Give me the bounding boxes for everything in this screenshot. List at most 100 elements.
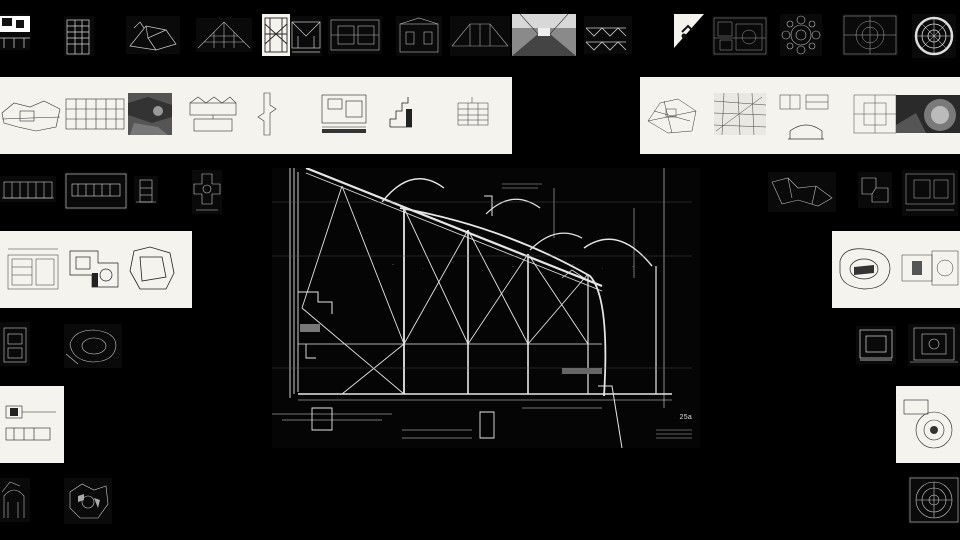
thumb-city-map[interactable] (644, 91, 700, 137)
chapel-plan-image (859, 329, 893, 361)
white-band-right (640, 77, 960, 154)
sheet-number: 25a (679, 414, 692, 422)
thumb-small-plans[interactable] (776, 91, 832, 115)
white-band-left (0, 77, 512, 154)
thumb-interior-photo[interactable] (512, 14, 576, 56)
city-map-image (647, 98, 697, 134)
vertical-plan-image (257, 92, 277, 136)
thumb-elevation-pair[interactable] (2, 400, 60, 450)
monastery-plan-image (905, 173, 955, 211)
hangar-section-drawing (272, 168, 700, 448)
interior-photo-image (512, 14, 576, 56)
plan-drawing-image (330, 19, 380, 51)
thumb-table-plan[interactable] (6, 245, 60, 293)
rotunda-plan-image (903, 399, 953, 449)
thumb-castle-plan[interactable] (126, 243, 178, 295)
thumb-framed-plan[interactable] (64, 172, 128, 210)
cluster-plan-image (69, 483, 109, 519)
castle-plan-image (129, 246, 175, 290)
street-grid-map-image (713, 92, 767, 136)
thumb-perspective-sketch[interactable] (196, 18, 252, 52)
thumb-tower-section[interactable] (134, 176, 158, 204)
thumb-large-plan[interactable] (850, 91, 900, 137)
stacked-plan-image (3, 327, 27, 363)
thumb-vertical-plan[interactable] (256, 91, 278, 137)
thumb-site-plan[interactable] (0, 93, 62, 135)
thumb-wing-plan[interactable] (858, 172, 892, 208)
tower-section-image (136, 179, 156, 203)
thumb-theatre-plan[interactable] (64, 324, 122, 368)
thumb-truss-diagram[interactable] (584, 16, 632, 54)
thumb-long-section[interactable] (450, 16, 510, 56)
thumb-dome-photo[interactable] (896, 95, 960, 133)
round-plan-image (909, 477, 959, 523)
section-drawing-image (0, 16, 30, 48)
figure-sketch-image (674, 14, 704, 48)
facade-elevation-image (65, 98, 125, 130)
thumb-plan-sketch[interactable] (768, 172, 836, 212)
white-block-left (0, 231, 192, 308)
thumb-building-section[interactable] (396, 16, 442, 56)
thumb-arch-section[interactable] (786, 117, 826, 143)
frame-drawing-image (291, 21, 321, 53)
thumb-oval-plan[interactable] (834, 241, 896, 297)
thumb-rotunda-plan[interactable] (900, 396, 958, 454)
palace-plan-image (69, 250, 119, 288)
thumb-grid-elevation[interactable] (456, 95, 490, 129)
plan-sketch-image (771, 177, 833, 207)
featured-drawing[interactable]: 25a (272, 168, 700, 448)
wing-plan-image (861, 177, 889, 203)
thumb-cluster-plan[interactable] (64, 478, 112, 524)
thumb-ruin-sketch[interactable] (0, 478, 30, 522)
thumb-chapel-plan[interactable] (856, 326, 896, 364)
thumb-sketch-photo[interactable] (262, 14, 290, 56)
thumb-monastery-plan[interactable] (902, 170, 958, 216)
white-tile-left (0, 386, 64, 463)
thumb-aerial-photo[interactable] (128, 93, 172, 135)
pavilion-elevation-image (2, 181, 54, 199)
thumb-stacked-plan[interactable] (0, 322, 30, 366)
thumb-facade-elevation[interactable] (64, 93, 126, 133)
long-section-image (451, 23, 509, 47)
temple-plan-image (910, 327, 958, 363)
thumb-round-plan[interactable] (908, 476, 960, 524)
sketch-photo-image (264, 17, 288, 53)
courtyard-plan-image (189, 96, 237, 132)
thumb-circular-plan[interactable] (912, 14, 956, 58)
thumb-section-drawing[interactable] (0, 14, 30, 50)
thumb-stair-section[interactable] (386, 93, 416, 133)
truss-diagram-image (585, 27, 627, 51)
thumb-temple-plan[interactable] (908, 324, 960, 366)
thumb-dome-plan[interactable] (842, 14, 898, 56)
thumb-street-grid-map[interactable] (712, 91, 768, 137)
site-plan-image (1, 100, 61, 132)
thumb-frame-drawing[interactable] (290, 16, 322, 56)
dense-plan-image (713, 17, 767, 55)
grid-elevation-image (457, 97, 489, 126)
elevation-drawing-image (66, 19, 90, 55)
theatre-plan-image (65, 329, 117, 365)
thumb-radial-plan[interactable] (780, 14, 822, 56)
thumb-elevation-drawing[interactable] (64, 16, 94, 56)
circular-plan-image (914, 16, 954, 56)
thumb-detailed-plan[interactable] (318, 91, 370, 135)
thumb-courtyard-plan[interactable] (186, 93, 240, 135)
white-block-right (832, 231, 960, 308)
thumb-pavilion-elevation[interactable] (0, 176, 56, 202)
table-plan-image (7, 248, 59, 290)
thumb-basilica-plan[interactable] (900, 245, 960, 293)
detailed-plan-image (321, 94, 367, 133)
elevation-pair-image (5, 405, 56, 441)
aerial-photo-image (128, 93, 172, 135)
large-plan-image (853, 94, 897, 134)
thumb-dense-plan[interactable] (712, 16, 768, 56)
dome-photo-image (896, 95, 960, 133)
radial-plan-image (781, 15, 821, 55)
thumb-figure-sketch[interactable] (674, 14, 704, 48)
thumb-cross-plan[interactable] (192, 170, 222, 214)
framed-plan-image (65, 173, 127, 209)
thumb-axonometric-sketch[interactable] (126, 16, 180, 54)
thumb-palace-plan[interactable] (64, 243, 124, 297)
perspective-sketch-image (197, 21, 251, 49)
thumb-plan-drawing[interactable] (328, 16, 382, 54)
